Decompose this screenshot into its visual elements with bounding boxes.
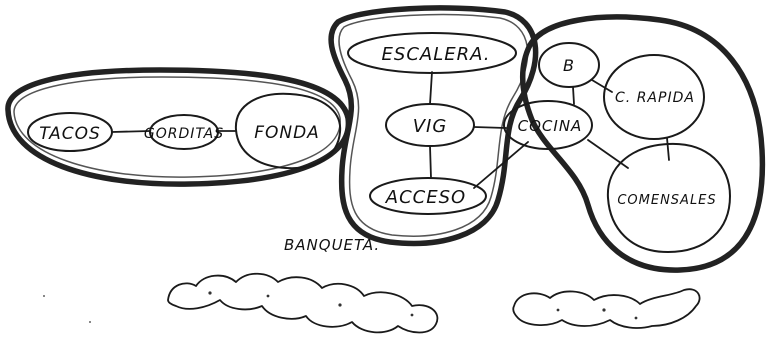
link-vig-acceso	[429, 145, 432, 179]
squiggle-right	[512, 288, 701, 329]
node-bodega: B	[538, 42, 600, 88]
node-label-vig: VIG	[413, 116, 448, 137]
link-vig-cocina	[473, 126, 507, 129]
zone-center-inner	[338, 13, 529, 237]
node-escalera: ESCALERA.	[347, 32, 517, 74]
banqueta-label: BANQUETA.	[284, 236, 380, 254]
node-comensales: COMENSALES	[606, 142, 732, 254]
link-crapida-comensales	[666, 137, 670, 161]
squiggle-left	[167, 272, 439, 334]
node-label-fonda: FONDA	[254, 123, 320, 143]
node-label-comensales: COMENSALES	[617, 193, 716, 208]
node-label-escalera: ESCALERA.	[382, 44, 491, 65]
node-label-cocina: COCINA	[518, 117, 583, 135]
link-bodega-cocina	[572, 86, 575, 105]
node-vig: VIG	[385, 103, 475, 147]
link-tacos-gorditas	[111, 130, 151, 133]
node-gorditas: GORDITAS	[144, 114, 224, 150]
link-escalera-vig	[429, 71, 433, 105]
zone-left-inner	[13, 76, 341, 178]
sidewalk-planting	[43, 272, 701, 334]
node-label-acceso: ACCESO	[385, 187, 466, 208]
node-label-comida-rapida: C. RAPIDA	[615, 90, 695, 106]
link-acceso-cocina	[473, 141, 529, 189]
link-bodega-crapida	[591, 79, 613, 93]
node-label-bodega: B	[563, 56, 575, 75]
node-cocina: COCINA	[503, 100, 593, 150]
node-label-gorditas: GORDITAS	[144, 126, 224, 142]
node-acceso: ACCESO	[369, 177, 487, 215]
node-fonda: FONDA	[234, 92, 342, 170]
zones	[5, 5, 766, 273]
node-tacos: TACOS	[27, 112, 113, 152]
nodes: TACOS GORDITAS FONDA ESCALERA. VIG ACCES…	[27, 32, 732, 254]
zone-center	[328, 5, 539, 247]
node-label-tacos: TACOS	[39, 124, 101, 144]
node-comida-rapida: C. RAPIDA	[603, 54, 705, 140]
zone-right	[520, 14, 766, 273]
link-cocina-comensales	[587, 139, 629, 169]
